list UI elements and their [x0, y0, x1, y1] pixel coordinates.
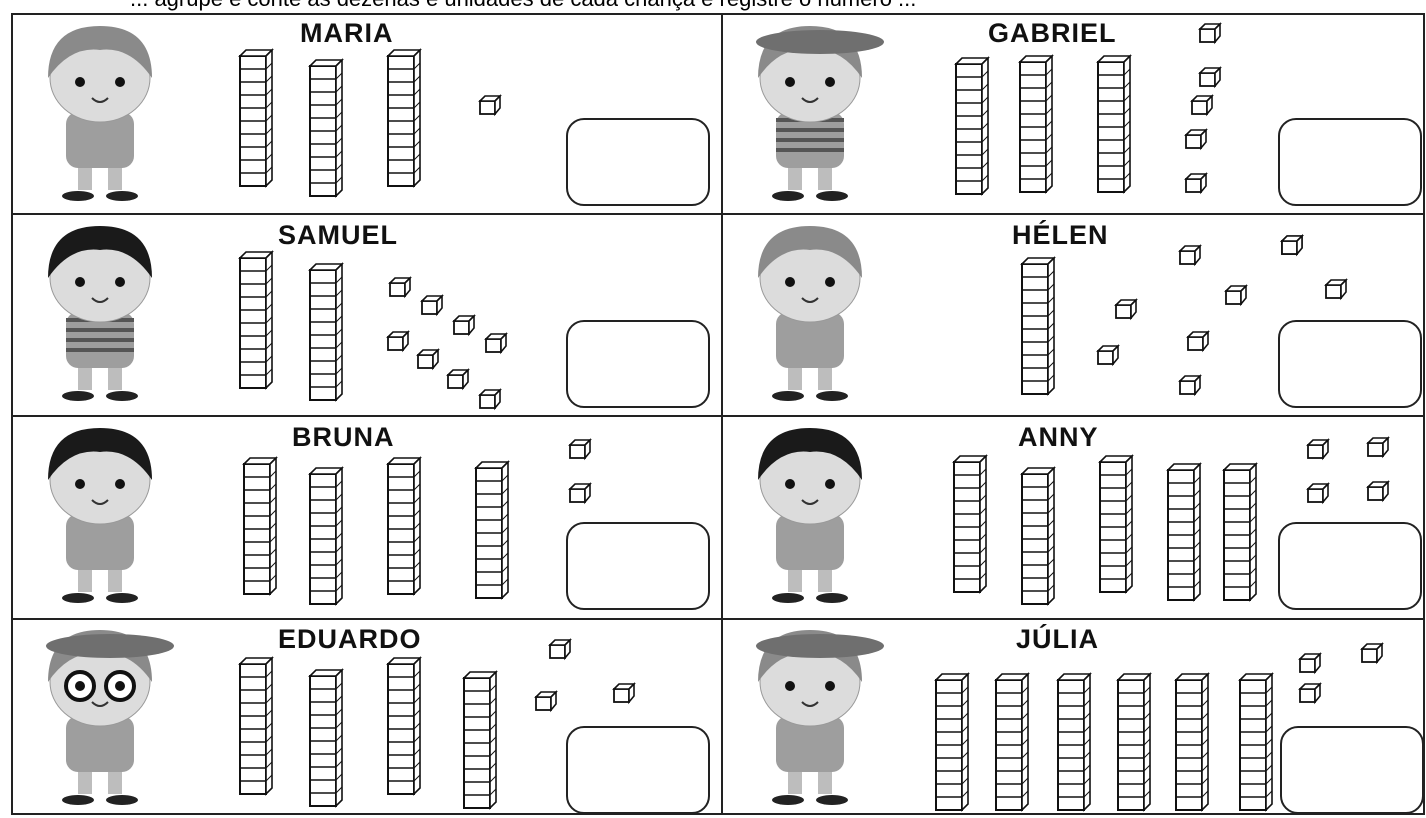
unit-cube — [1096, 344, 1120, 367]
unit-cube — [420, 294, 444, 317]
unit-cube — [1114, 298, 1138, 321]
ten-rod — [1018, 54, 1054, 194]
unit-cube — [1306, 482, 1330, 505]
ten-rod — [952, 454, 988, 594]
instruction-text: ... agrupe e conte as dezenas e unidades… — [130, 0, 916, 12]
answer-box[interactable] — [566, 320, 710, 408]
answer-box[interactable] — [1280, 726, 1424, 814]
child-name: JÚLIA — [1016, 624, 1100, 654]
unit-cube — [1190, 94, 1214, 117]
unit-cube — [1366, 480, 1390, 503]
worksheet-border — [11, 13, 1425, 815]
ten-rod — [238, 48, 274, 188]
ten-rod — [1174, 672, 1210, 812]
unit-cube — [1224, 284, 1248, 307]
unit-cube — [478, 388, 502, 411]
answer-box[interactable] — [1278, 320, 1422, 408]
ten-rod — [242, 456, 278, 596]
ten-rod — [1222, 462, 1258, 602]
ten-rod — [308, 58, 344, 198]
answer-box[interactable] — [1278, 522, 1422, 610]
unit-cube — [478, 94, 502, 117]
girl-with-bob-haircut-icon — [48, 26, 152, 201]
girl-with-pigtails-icon — [758, 428, 862, 603]
child-name: GABRIEL — [988, 18, 1117, 48]
ten-rod — [1020, 256, 1056, 396]
child-name: ANNY — [1018, 422, 1099, 452]
unit-cube — [568, 482, 592, 505]
unit-cube — [1298, 652, 1322, 675]
child-name: BRUNA — [292, 422, 395, 452]
unit-cube — [1360, 642, 1384, 665]
child-name: HÉLEN — [1012, 220, 1109, 250]
unit-cube — [548, 638, 572, 661]
ten-rod — [238, 250, 274, 390]
unit-cube — [388, 276, 412, 299]
answer-box[interactable] — [1278, 118, 1422, 206]
unit-cube — [1280, 234, 1304, 257]
unit-cube — [1306, 438, 1330, 461]
girl-with-hat-icon — [756, 630, 884, 805]
child-name: EDUARDO — [278, 624, 422, 654]
cut-off-instruction: ... agrupe e conte as dezenas e unidades… — [0, 0, 1426, 12]
unit-cube — [568, 438, 592, 461]
ten-rod — [308, 466, 344, 606]
ten-rod — [474, 460, 510, 600]
answer-box[interactable] — [566, 726, 710, 814]
boy-with-glasses-icon — [46, 630, 174, 805]
unit-cube — [1178, 374, 1202, 397]
ten-rod — [1056, 672, 1092, 812]
ten-rod — [1020, 466, 1056, 606]
answer-box[interactable] — [566, 522, 710, 610]
ten-rod — [386, 456, 422, 596]
unit-cube — [1178, 244, 1202, 267]
ten-rod — [1166, 462, 1202, 602]
unit-cube — [446, 368, 470, 391]
girl-with-ponytail-icon — [758, 226, 862, 401]
unit-cube — [1366, 436, 1390, 459]
unit-cube — [1324, 278, 1348, 301]
unit-cube — [1184, 128, 1208, 151]
ten-rod — [1116, 672, 1152, 812]
child-name: MARIA — [300, 18, 394, 48]
ten-rod — [1098, 454, 1134, 594]
ten-rod — [238, 656, 274, 796]
girl-with-bangs-icon — [48, 428, 152, 603]
unit-cube — [484, 332, 508, 355]
unit-cube — [1186, 330, 1210, 353]
ten-rod — [308, 668, 344, 808]
boy-with-cap-icon — [756, 26, 884, 201]
ten-rod — [954, 56, 990, 196]
ten-rod — [994, 672, 1030, 812]
ten-rod — [308, 262, 344, 402]
ten-rod — [934, 672, 970, 812]
ten-rod — [386, 656, 422, 796]
ten-rod — [462, 670, 498, 810]
unit-cube — [416, 348, 440, 371]
answer-box[interactable] — [566, 118, 710, 206]
unit-cube — [612, 682, 636, 705]
child-name: SAMUEL — [278, 220, 398, 250]
unit-cube — [1298, 682, 1322, 705]
ten-rod — [386, 48, 422, 188]
unit-cube — [1184, 172, 1208, 195]
unit-cube — [534, 690, 558, 713]
ten-rod — [1238, 672, 1274, 812]
unit-cube — [452, 314, 476, 337]
ten-rod — [1096, 54, 1132, 194]
unit-cube — [386, 330, 410, 353]
unit-cube — [1198, 66, 1222, 89]
boy-with-curly-hair-icon — [48, 226, 152, 401]
unit-cube — [1198, 22, 1222, 45]
